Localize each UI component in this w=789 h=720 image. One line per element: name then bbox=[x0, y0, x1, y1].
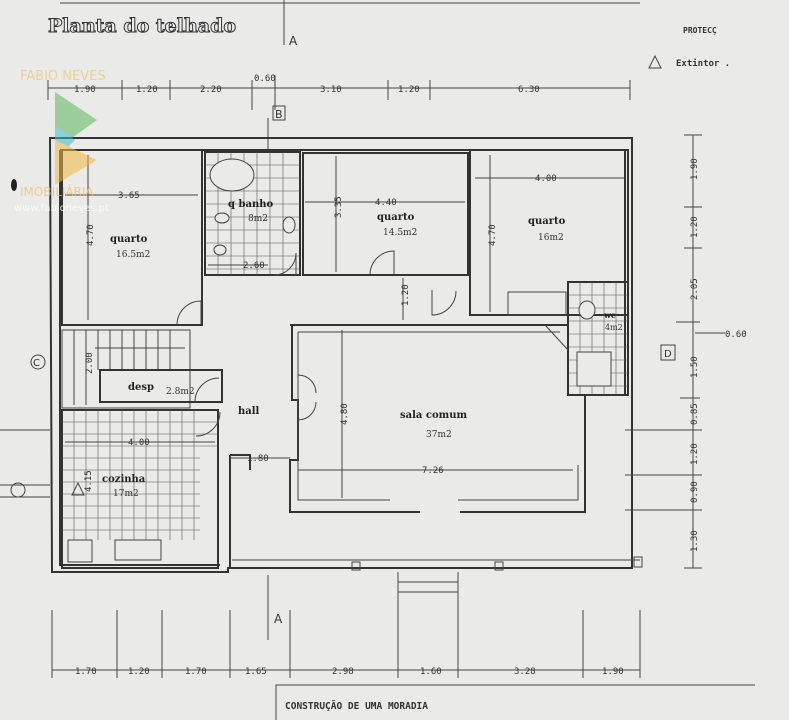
kitchen-sink-icon bbox=[114, 539, 162, 561]
room-label: q banho bbox=[228, 199, 273, 210]
inner-dim: 2.00 bbox=[85, 352, 95, 374]
room-area: 17m2 bbox=[113, 489, 139, 499]
dim-right: 0.60 bbox=[725, 330, 747, 340]
inner-dim: 4.80 bbox=[340, 403, 350, 425]
room-label: hall bbox=[238, 406, 260, 417]
dim-top: 1.20 bbox=[136, 85, 158, 95]
inner-dim: 4.70 bbox=[86, 224, 96, 246]
room-label: wc bbox=[603, 310, 616, 320]
dim-right: 1.50 bbox=[690, 356, 700, 378]
right-dimension-line bbox=[625, 134, 725, 569]
dim-top: 3.10 bbox=[320, 85, 342, 95]
punch-hole bbox=[11, 179, 17, 191]
room-label: quarto bbox=[528, 216, 566, 227]
toilet-icon bbox=[214, 212, 230, 224]
inner-dim: 1.20 bbox=[401, 284, 411, 306]
section-marker-c: C bbox=[33, 358, 40, 369]
dim-top: 2.20 bbox=[200, 85, 222, 95]
title-block-text: CONSTRUÇÃO DE UMA MORADIA bbox=[285, 701, 428, 712]
watermark-sub: IMOBILIÁRIA bbox=[20, 184, 94, 199]
room-bathroom bbox=[204, 151, 301, 276]
room-area: 16.5m2 bbox=[116, 250, 150, 260]
room-desp bbox=[99, 369, 223, 403]
stove-icon bbox=[67, 539, 93, 563]
dim-right: 0.90 bbox=[690, 481, 700, 503]
extintor-label: Extintor . bbox=[676, 58, 730, 69]
inner-dim: 1.80 bbox=[247, 454, 269, 464]
dim-top: 1.20 bbox=[398, 85, 420, 95]
shower-icon bbox=[576, 351, 612, 387]
extinguisher-triangle-icon bbox=[71, 481, 85, 496]
dim-right: 2.05 bbox=[690, 278, 700, 300]
room-label: cozinha bbox=[102, 474, 146, 485]
bottom-dimension-line bbox=[51, 610, 641, 678]
dim-bottom: 1.90 bbox=[602, 667, 624, 677]
protec-label: PROTECÇ bbox=[683, 26, 717, 35]
room-area: 2.8m2 bbox=[166, 387, 195, 397]
exterior-walls bbox=[48, 137, 643, 573]
dim-right: 1.20 bbox=[690, 443, 700, 465]
room-kitchen bbox=[61, 409, 219, 569]
dim-bottom: 1.20 bbox=[128, 667, 150, 677]
room-label: sala comum bbox=[400, 410, 467, 421]
top-dimension-line bbox=[47, 75, 631, 110]
sink-icon bbox=[282, 216, 296, 234]
watermark-url: www.fabioneves.pt bbox=[14, 203, 109, 214]
inner-dim: 7.26 bbox=[422, 466, 444, 476]
dim-top: 1.90 bbox=[74, 85, 96, 95]
room-label: quarto bbox=[377, 212, 415, 223]
dim-bottom: 1.60 bbox=[420, 667, 442, 677]
inner-dim: 3.65 bbox=[118, 191, 140, 201]
section-marker-d: D bbox=[664, 349, 672, 360]
bathtub-icon bbox=[209, 158, 255, 192]
dim-bottom: 2.98 bbox=[332, 667, 354, 677]
room-area: 14.5m2 bbox=[383, 228, 417, 238]
door-quarto-right bbox=[431, 290, 457, 316]
inner-dim: 2.60 bbox=[243, 261, 265, 271]
section-marker-b: B bbox=[275, 108, 283, 121]
dim-right: 0.85 bbox=[690, 403, 700, 425]
extinguisher-triangle-icon bbox=[648, 54, 662, 69]
watermark-brand: FABIO NEVES bbox=[20, 69, 106, 84]
dim-bottom: 1.70 bbox=[75, 667, 97, 677]
plan-title: Planta do telhado bbox=[48, 15, 236, 37]
inner-dim: 4.00 bbox=[128, 438, 150, 448]
dim-top: 0.60 bbox=[254, 74, 276, 84]
room-area: 37m2 bbox=[426, 430, 452, 440]
dim-bottom: 1.65 bbox=[245, 667, 267, 677]
title-block bbox=[275, 684, 755, 720]
dim-right: 1.20 bbox=[690, 216, 700, 238]
door-quarto-left bbox=[176, 300, 202, 326]
room-area: 4m2 bbox=[605, 323, 623, 332]
section-marker-a-bottom: A bbox=[274, 612, 283, 626]
room-area: 8m2 bbox=[248, 214, 268, 224]
dim-bottom: 1.70 bbox=[185, 667, 207, 677]
dim-right: 1.30 bbox=[690, 530, 700, 552]
room-area: 16m2 bbox=[538, 233, 564, 243]
dim-bottom: 3.28 bbox=[514, 667, 536, 677]
room-label: desp bbox=[128, 382, 154, 393]
inner-dim: 4.70 bbox=[488, 224, 498, 246]
room-quarto-middle bbox=[302, 152, 469, 276]
bidet-icon bbox=[213, 244, 227, 256]
dim-right: 1.90 bbox=[690, 158, 700, 180]
watermark-logo bbox=[55, 92, 97, 185]
door-quarto-middle bbox=[369, 250, 395, 276]
inner-dim: 4.00 bbox=[535, 174, 557, 184]
inner-dimension-lines bbox=[65, 155, 624, 498]
section-marker-a-top: A bbox=[289, 34, 298, 48]
dim-top: 6.30 bbox=[518, 85, 540, 95]
room-sala-comum bbox=[289, 324, 586, 513]
inner-dim: 4.15 bbox=[84, 470, 94, 492]
inner-dim: 4.40 bbox=[375, 198, 397, 208]
room-quarto-left bbox=[61, 149, 203, 326]
inner-dim: 3.35 bbox=[334, 196, 344, 218]
room-label: quarto bbox=[110, 234, 148, 245]
room-wc bbox=[567, 281, 629, 396]
